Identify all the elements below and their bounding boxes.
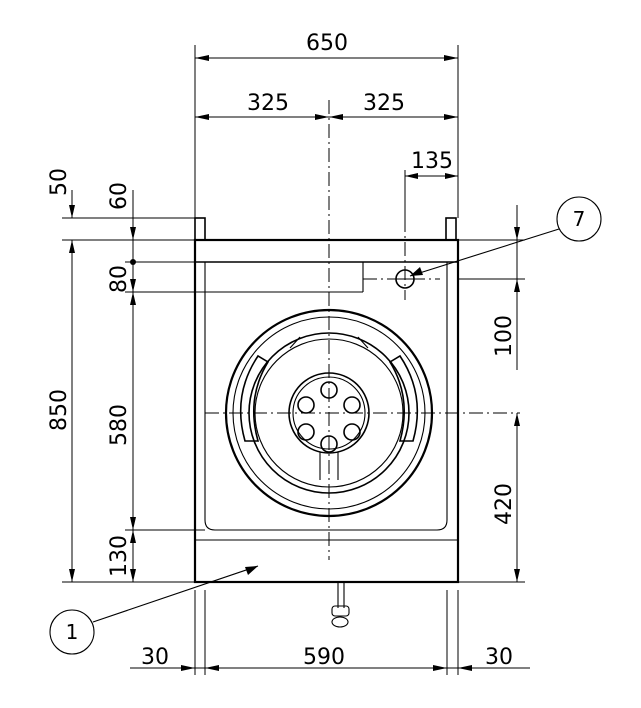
- dim-60: 60: [107, 182, 132, 210]
- dim-850: 850: [47, 389, 72, 431]
- dim-80: 80: [107, 265, 132, 293]
- dimension-lines: [69, 55, 530, 671]
- dim-100: 100: [492, 315, 517, 357]
- callout-1: 1: [49, 565, 259, 655]
- dim-325-left: 325: [247, 91, 289, 116]
- callout-7: 7: [409, 196, 602, 277]
- unit-body: [193, 217, 460, 628]
- dimension-labels: 650 325 325 135 50 60 80 850 580 130 100…: [47, 31, 517, 670]
- dim-50: 50: [47, 168, 72, 196]
- dim-130: 130: [107, 535, 132, 577]
- dim-590: 590: [303, 645, 345, 670]
- dim-135: 135: [411, 149, 453, 174]
- callout-1-label: 1: [66, 620, 79, 644]
- dim-420: 420: [492, 483, 517, 525]
- dim-650: 650: [306, 31, 348, 56]
- center-lines: [205, 100, 520, 560]
- dim-580: 580: [107, 404, 132, 446]
- extension-lines: [62, 45, 525, 675]
- dim-325-right: 325: [363, 91, 405, 116]
- callout-7-label: 7: [573, 207, 586, 231]
- dim-30-right: 30: [485, 645, 513, 670]
- dim-30-left: 30: [141, 645, 169, 670]
